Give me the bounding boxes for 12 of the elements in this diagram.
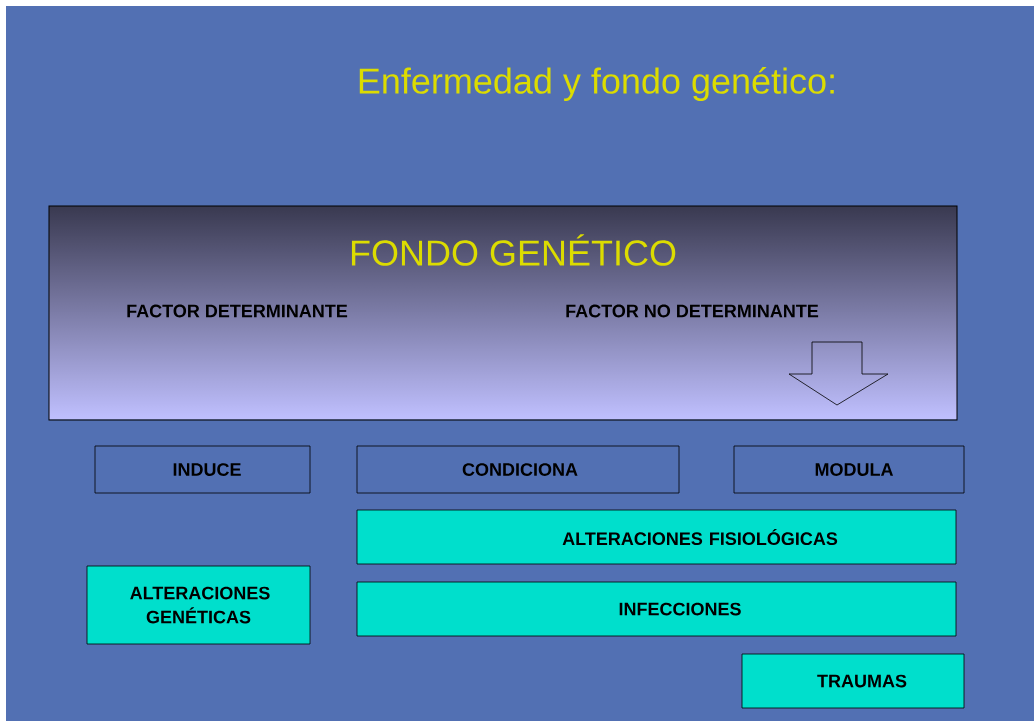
factor-box: INFECCIONES [356,581,957,637]
verb-box: CONDICIONA [356,445,680,494]
verb-box: INDUCE [94,445,311,494]
factor-label: FACTOR NO DETERMINANTE [566,304,819,318]
factor-box: ALTERACIONES FISIOLÓGICAS [356,509,957,565]
slide-title: Enfermedad y fondo genético: [359,67,834,101]
panel-heading: FONDO GENÉTICO [351,234,676,266]
factor-label: FACTOR DETERMINANTE [127,304,348,318]
factor-box: ALTERACIONES GENÉTICAS [86,565,311,645]
panel-box [48,205,958,421]
factor-box: TRAUMAS [741,653,965,709]
verb-box: MODULA [733,445,965,494]
